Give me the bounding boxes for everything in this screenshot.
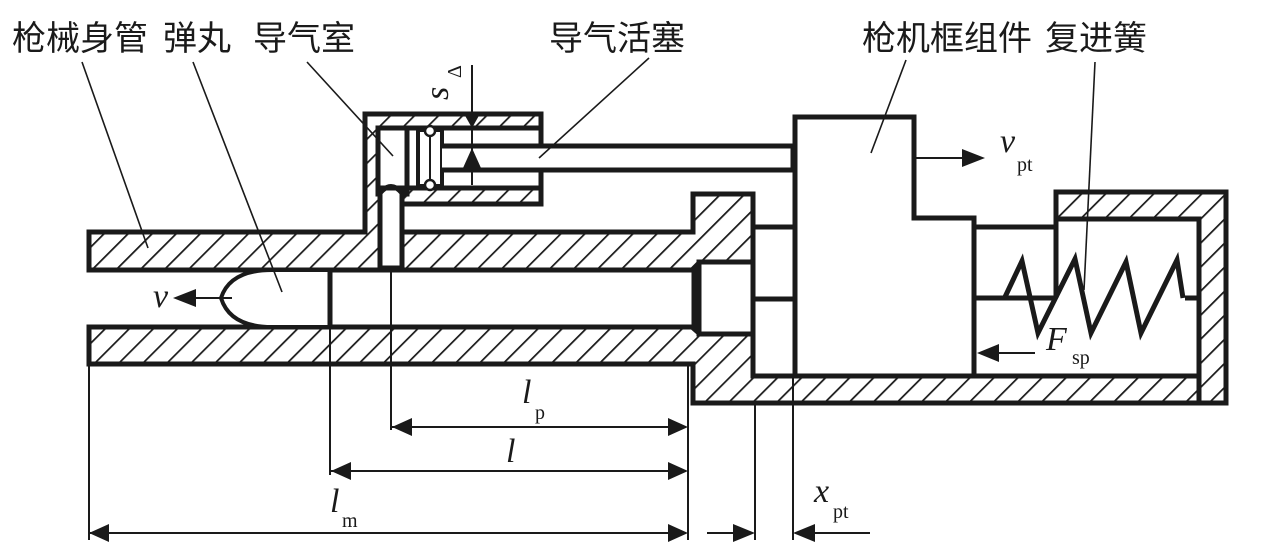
carrier-velocity-subscript: pt bbox=[1017, 154, 1033, 176]
gap-arrow-down bbox=[463, 112, 481, 128]
carrier-body bbox=[792, 114, 977, 379]
bolt-carrier bbox=[753, 114, 1056, 379]
dim-lp-symbol: l bbox=[522, 374, 531, 411]
cartridge-chamber bbox=[696, 259, 756, 337]
component-labels: 枪械身管 弹丸 导气室 导气活塞 枪机框组件 复进簧 bbox=[12, 19, 1147, 59]
dim-lm-arrow-right bbox=[668, 524, 688, 542]
dim-lm-subscript: m bbox=[342, 510, 358, 532]
leader-lines bbox=[81, 57, 1096, 293]
dim-l-arrow-right bbox=[668, 462, 688, 480]
dimension-l: l bbox=[331, 433, 688, 480]
leader-bullet bbox=[192, 61, 283, 293]
dim-lp-arrow-right bbox=[668, 418, 688, 436]
label-bullet: 弹丸 bbox=[163, 19, 231, 59]
dim-lm-arrow-left bbox=[89, 524, 109, 542]
dim-xpt-arrow-right bbox=[793, 524, 815, 542]
spring-force-symbol: F bbox=[1045, 321, 1068, 358]
piston-rod bbox=[442, 143, 796, 173]
bullet-velocity: v bbox=[153, 278, 232, 315]
carrier-velocity-arrowhead bbox=[962, 149, 985, 167]
barrel-upper-wall bbox=[86, 111, 756, 273]
spring-force-subscript: sp bbox=[1072, 347, 1090, 369]
label-barrel: 枪械身管 bbox=[12, 19, 148, 59]
dim-lp-subscript: p bbox=[535, 402, 545, 424]
dim-l-arrow-left bbox=[331, 462, 351, 480]
dim-xpt-arrow-left bbox=[733, 524, 755, 542]
bullet bbox=[218, 268, 332, 329]
dimension-lp: l p bbox=[392, 374, 688, 436]
dimension-lm: l m bbox=[89, 483, 688, 542]
gap-symbol: s bbox=[419, 87, 456, 100]
dim-xpt-symbol: x bbox=[813, 473, 829, 510]
spring-force-arrowhead bbox=[977, 344, 999, 362]
leader-gas-chamber bbox=[306, 61, 394, 157]
gas-port-cap bbox=[378, 184, 404, 195]
leader-recoil-spring bbox=[1083, 61, 1096, 291]
gas-piston bbox=[416, 124, 796, 192]
leader-barrel bbox=[81, 61, 149, 249]
leader-gas-piston bbox=[538, 57, 650, 159]
gap-arrow-up bbox=[463, 148, 481, 168]
bullet-velocity-symbol: v bbox=[153, 278, 169, 315]
label-recoil-spring: 复进簧 bbox=[1045, 19, 1147, 59]
piston-ring-top bbox=[423, 124, 437, 138]
dim-l-symbol: l bbox=[506, 433, 515, 470]
piston-gap-marker: s Δ bbox=[419, 65, 481, 185]
label-gas-chamber: 导气室 bbox=[253, 19, 355, 59]
piston-ring-bottom bbox=[423, 178, 437, 192]
spring-housing bbox=[1053, 189, 1229, 406]
gas-port bbox=[377, 185, 405, 271]
dimension-xpt: x pt bbox=[707, 473, 870, 542]
spring-force: F sp bbox=[977, 321, 1090, 369]
label-gas-piston: 导气活塞 bbox=[549, 19, 685, 59]
leader-bolt-carrier bbox=[870, 59, 907, 154]
label-bolt-carrier: 枪机框组件 bbox=[862, 19, 1032, 59]
recoil-spring bbox=[1002, 251, 1186, 341]
bullet-velocity-arrowhead bbox=[173, 289, 196, 307]
extension-lines bbox=[88, 327, 794, 540]
dim-lm-symbol: l bbox=[330, 483, 339, 520]
carrier-velocity: v pt bbox=[916, 123, 1033, 176]
dim-xpt-subscript: pt bbox=[833, 501, 849, 523]
carrier-velocity-symbol: v bbox=[1000, 123, 1016, 160]
gap-subscript: Δ bbox=[444, 65, 466, 78]
dim-lp-arrow-left bbox=[392, 418, 412, 436]
